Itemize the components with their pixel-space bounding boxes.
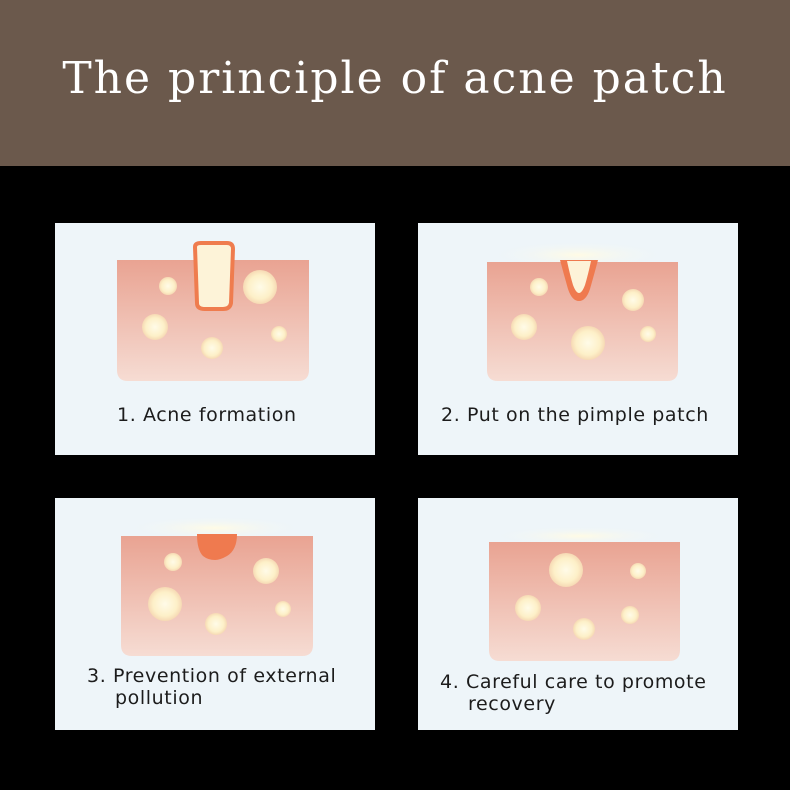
skin-dot — [275, 601, 291, 617]
skin-dot — [573, 618, 595, 640]
skin-dot — [622, 289, 644, 311]
recovery-illustration — [489, 526, 680, 661]
step-caption: 1. Acne formation — [117, 404, 297, 426]
patch-icon — [197, 534, 237, 560]
skin-dot — [253, 558, 279, 584]
skin-dot — [515, 595, 541, 621]
skin-dot — [142, 314, 168, 340]
step-text-line2: pollution — [115, 687, 204, 709]
step-text: Careful care to promote — [465, 671, 707, 693]
step-number: 4. — [440, 671, 460, 693]
skin-dot — [159, 277, 177, 295]
skin-dot — [243, 270, 277, 304]
step-1-panel: 1. Acne formation — [55, 223, 375, 455]
patch-glow — [125, 516, 305, 540]
pimple-core — [567, 261, 591, 293]
skin-dot — [511, 314, 537, 340]
skin-dot — [549, 553, 583, 587]
skin-dot — [530, 278, 548, 296]
skin-dot — [621, 606, 639, 624]
skin-dot — [201, 337, 223, 359]
pimple-icon — [192, 241, 236, 311]
page-title: The principle of acne patch — [62, 52, 728, 104]
skin-dot — [164, 553, 182, 571]
step-text: Acne formation — [142, 404, 297, 426]
title-banner: The principle of acne patch — [0, 0, 790, 166]
step-number: 3. — [87, 665, 107, 687]
patch-applied-illustration — [487, 241, 678, 381]
pollution-prevention-illustration — [121, 516, 313, 656]
step-text-line2: recovery — [468, 693, 556, 715]
step-4-panel: 4. Careful care to promote recovery — [418, 498, 738, 730]
step-text: Put on the pimple patch — [466, 404, 709, 426]
step-caption: 2. Put on the pimple patch — [441, 404, 709, 426]
skin-dot — [148, 587, 182, 621]
step-caption: 3. Prevention of external pollution — [87, 665, 336, 709]
step-number: 1. — [117, 404, 137, 426]
step-text: Prevention of external — [112, 665, 337, 687]
skin-glow — [490, 526, 670, 546]
step-2-panel: 2. Put on the pimple patch — [418, 223, 738, 455]
step-number: 2. — [441, 404, 461, 426]
skin-dot — [271, 326, 287, 342]
skin-dot — [571, 326, 605, 360]
step-3-panel: 3. Prevention of external pollution — [55, 498, 375, 730]
skin-dot — [630, 563, 646, 579]
skin-dot — [205, 613, 227, 635]
step-caption: 4. Careful care to promote recovery — [440, 671, 707, 715]
acne-formation-illustration — [117, 241, 309, 381]
skin-dot — [640, 326, 656, 342]
